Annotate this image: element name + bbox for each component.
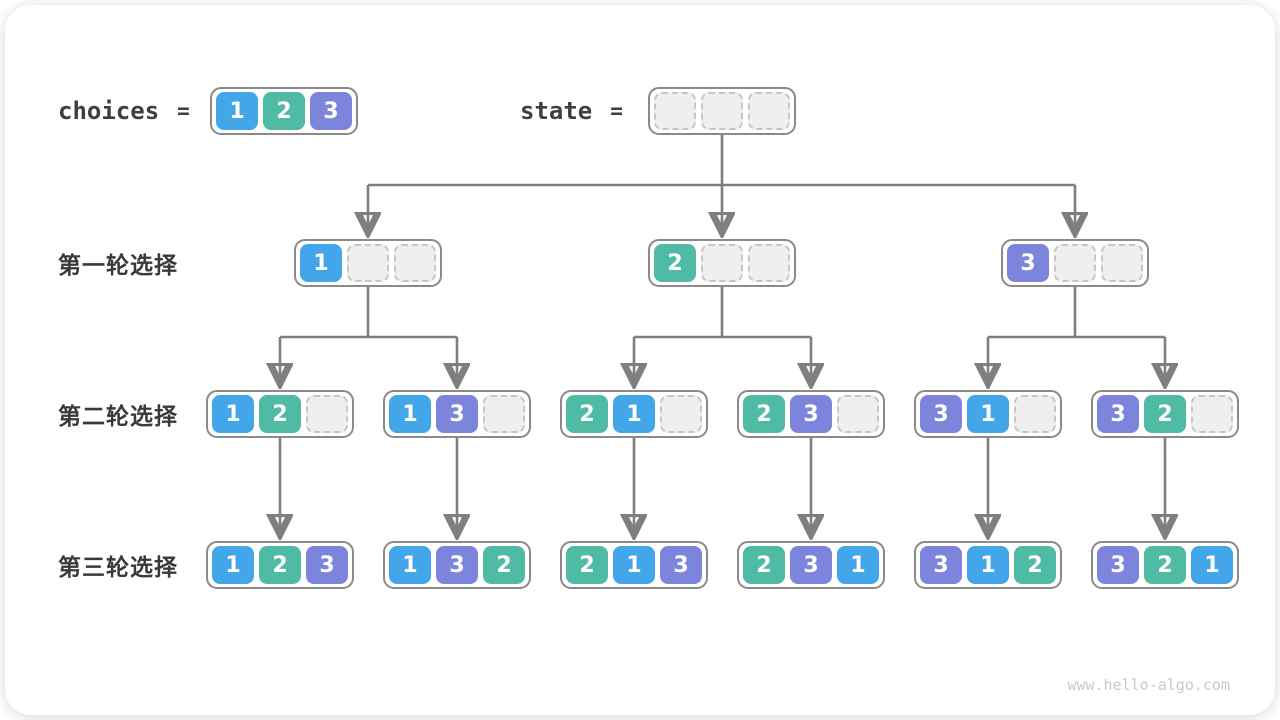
array-cell: 2: [263, 92, 305, 130]
array-cell: 3: [1007, 244, 1049, 282]
array-cell: 3: [1097, 546, 1139, 584]
array-cell: 3: [660, 546, 702, 584]
array-box-r3-4: 2 3 1: [737, 541, 885, 589]
array-cell: [660, 395, 702, 433]
row-label-round-1: 第一轮选择: [58, 253, 178, 279]
state-label-text: state: [520, 97, 593, 125]
array-cell: 1: [613, 395, 655, 433]
choices-label: choices =: [58, 87, 190, 135]
array-cell: 1: [389, 546, 431, 584]
array-cell: 3: [306, 546, 348, 584]
array-cell: 2: [483, 546, 525, 584]
state-array: [648, 87, 796, 135]
row-label-round-2: 第二轮选择: [58, 404, 178, 430]
array-cell: 3: [790, 395, 832, 433]
array-cell: 3: [790, 546, 832, 584]
array-cell: 2: [1014, 546, 1056, 584]
array-cell: [748, 244, 790, 282]
figure-card: [5, 5, 1275, 715]
array-cell: 2: [566, 395, 608, 433]
array-cell: [347, 244, 389, 282]
equals-sign: =: [177, 99, 190, 123]
array-box-r3-6: 3 2 1: [1091, 541, 1239, 589]
array-cell: [1191, 395, 1233, 433]
array-cell: 1: [300, 244, 342, 282]
array-cell: 3: [1097, 395, 1139, 433]
array-cell: [1101, 244, 1143, 282]
state-label: state =: [520, 87, 623, 135]
array-cell: [701, 244, 743, 282]
array-cell: [654, 92, 696, 130]
array-cell: 2: [1144, 395, 1186, 433]
array-box-r3-3: 2 1 3: [560, 541, 708, 589]
array-cell: 2: [1144, 546, 1186, 584]
array-cell: [394, 244, 436, 282]
watermark: www.hello-algo.com: [1067, 676, 1230, 694]
array-cell: [701, 92, 743, 130]
array-box-r1-1: 1: [294, 239, 442, 287]
array-cell: 1: [1191, 546, 1233, 584]
array-cell: [748, 92, 790, 130]
array-box-r3-5: 3 1 2: [914, 541, 1062, 589]
array-cell: 3: [920, 546, 962, 584]
array-cell: 1: [967, 395, 1009, 433]
row-label-round-3: 第三轮选择: [58, 555, 178, 581]
array-cell: 1: [967, 546, 1009, 584]
array-cell: [1014, 395, 1056, 433]
array-cell: [483, 395, 525, 433]
array-cell: 1: [216, 92, 258, 130]
choices-array: 1 2 3: [210, 87, 358, 135]
array-cell: 2: [259, 395, 301, 433]
array-cell: 1: [389, 395, 431, 433]
array-cell: [306, 395, 348, 433]
array-cell: 3: [436, 546, 478, 584]
array-cell: 2: [654, 244, 696, 282]
array-cell: 2: [743, 546, 785, 584]
array-cell: 3: [436, 395, 478, 433]
array-box-r2-3: 2 1: [560, 390, 708, 438]
array-cell: 2: [743, 395, 785, 433]
array-box-r2-2: 1 3: [383, 390, 531, 438]
array-cell: 3: [920, 395, 962, 433]
array-cell: 2: [566, 546, 608, 584]
array-cell: 2: [259, 546, 301, 584]
array-cell: 1: [212, 546, 254, 584]
array-box-r2-4: 2 3: [737, 390, 885, 438]
array-cell: 1: [613, 546, 655, 584]
array-cell: [837, 395, 879, 433]
array-cell: [1054, 244, 1096, 282]
array-cell: 3: [310, 92, 352, 130]
array-cell: 1: [212, 395, 254, 433]
array-cell: 1: [837, 546, 879, 584]
array-box-r2-5: 3 1: [914, 390, 1062, 438]
array-box-r2-1: 1 2: [206, 390, 354, 438]
choices-label-text: choices: [58, 97, 160, 125]
array-box-r3-2: 1 3 2: [383, 541, 531, 589]
array-box-r2-6: 3 2: [1091, 390, 1239, 438]
array-box-r3-1: 1 2 3: [206, 541, 354, 589]
array-box-r1-2: 2: [648, 239, 796, 287]
array-box-r1-3: 3: [1001, 239, 1149, 287]
equals-sign: =: [610, 99, 623, 123]
